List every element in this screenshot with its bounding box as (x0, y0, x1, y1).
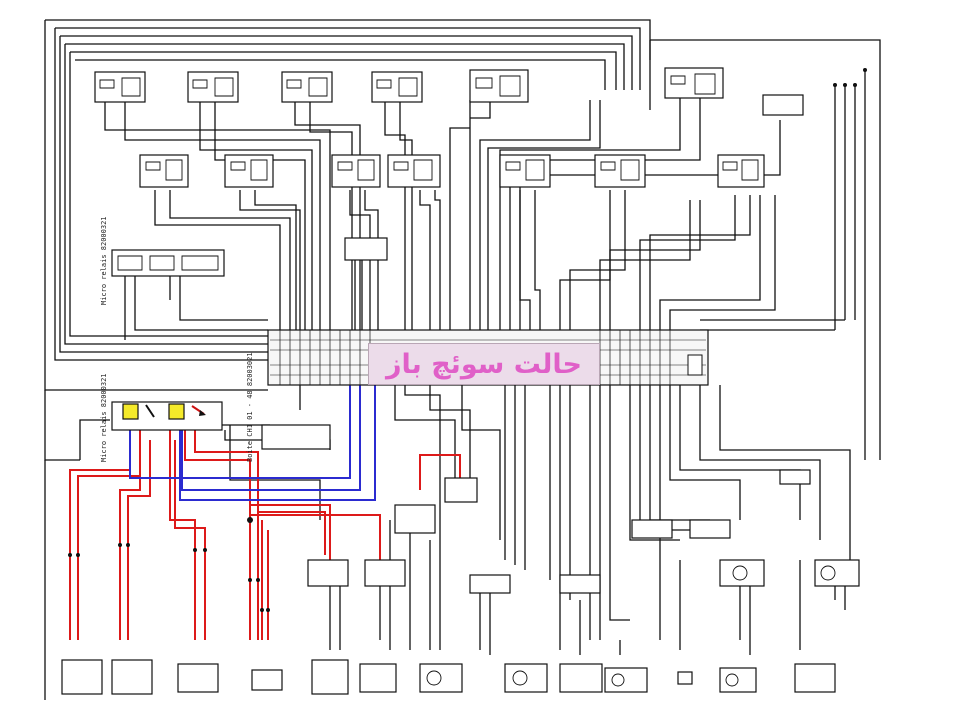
state-caption: حالت سوئچ باز (368, 343, 600, 385)
connector-label: Boite CH1 01 - 48 82003021 (246, 352, 254, 462)
component-symbols (99, 73, 836, 687)
relay-b-label: Micro relais 82000321 (100, 373, 108, 462)
relay-highlights (122, 403, 206, 420)
relay-a-label: Micro relais 82000321 (100, 216, 108, 305)
junction-dots (68, 68, 867, 612)
blue-wiring (129, 385, 376, 501)
